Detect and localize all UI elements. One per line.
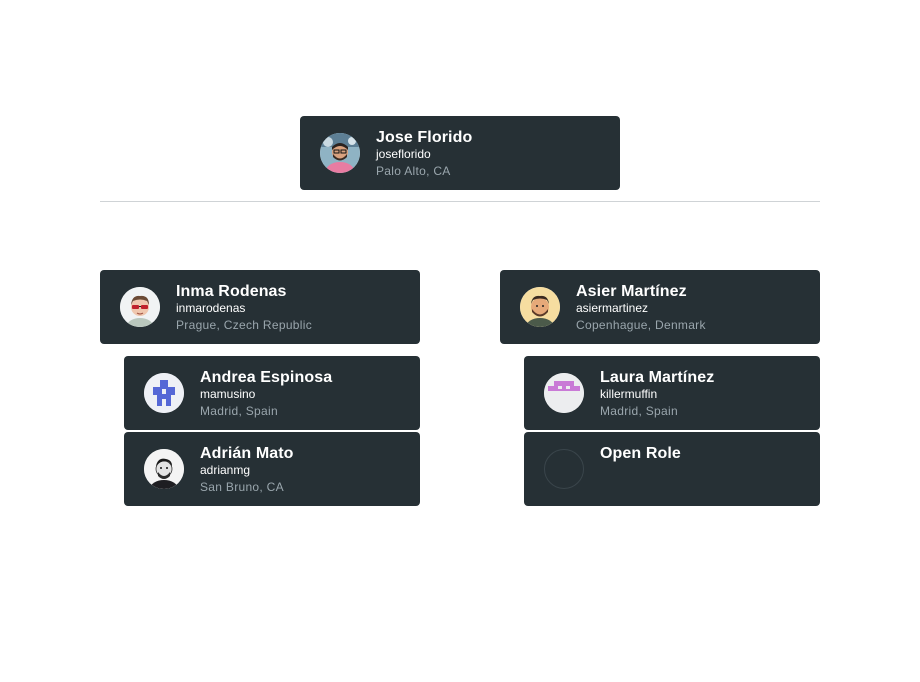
person-name: Adrián Mato [200, 445, 294, 462]
left-report-card[interactable]: Andrea Espinosa mamusino Madrid, Spain [124, 356, 420, 430]
avatar-jose-icon [320, 133, 360, 173]
person-location: Palo Alto, CA [376, 164, 451, 178]
empty-avatar-icon [544, 449, 584, 489]
person-handle: inmarodenas [176, 301, 246, 315]
avatar-laura-icon [544, 373, 584, 413]
person-name: Laura Martínez [600, 369, 715, 386]
right-report-card[interactable]: Laura Martínez killermuffin Madrid, Spai… [524, 356, 820, 430]
person-location: Copenhague, Denmark [576, 318, 706, 332]
person-handle: asiermartinez [576, 301, 649, 315]
hierarchy-divider [100, 201, 820, 202]
person-name: Jose Florido [376, 129, 473, 146]
person-handle: killermuffin [600, 387, 658, 401]
person-location: Madrid, Spain [600, 404, 678, 418]
person-handle: joseflorido [376, 147, 431, 161]
open-role-card[interactable]: Open Role [524, 432, 820, 506]
person-location: Prague, Czech Republic [176, 318, 313, 332]
person-name: Inma Rodenas [176, 283, 287, 300]
person-handle: adrianmg [200, 463, 251, 477]
avatar-inma-icon [120, 287, 160, 327]
avatar-adrian-icon [144, 449, 184, 489]
person-name: Andrea Espinosa [200, 369, 333, 386]
avatar-asier-icon [520, 287, 560, 327]
root-person-card[interactable]: Jose Florido joseflorido Palo Alto, CA [300, 116, 620, 190]
person-name: Open Role [600, 445, 681, 462]
person-handle: mamusino [200, 387, 256, 401]
left-lead-card[interactable]: Inma Rodenas inmarodenas Prague, Czech R… [100, 270, 420, 344]
person-location: Madrid, Spain [200, 404, 278, 418]
left-report-card[interactable]: Adrián Mato adrianmg San Bruno, CA [124, 432, 420, 506]
avatar-andrea-icon [144, 373, 184, 413]
person-name: Asier Martínez [576, 283, 687, 300]
right-lead-card[interactable]: Asier Martínez asiermartinez Copenhague,… [500, 270, 820, 344]
person-location: San Bruno, CA [200, 480, 284, 494]
